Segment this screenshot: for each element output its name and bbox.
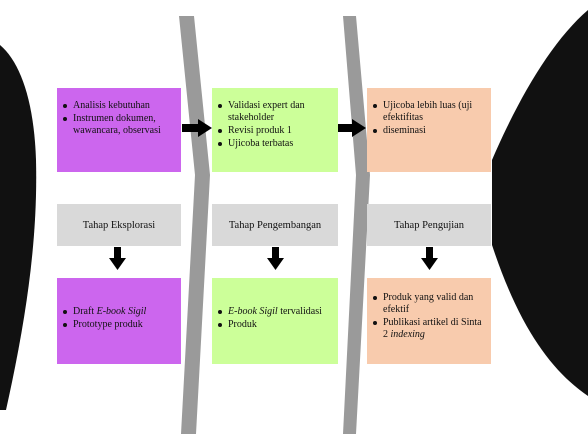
phase3-bottom-item: Publikasi artikel di Sinta 2 indexing — [371, 317, 487, 341]
phase2-bottom-item: E-book Sigil tervalidasi — [216, 306, 333, 318]
phase2-bottom-box: E-book Sigil tervalidasi Produk — [212, 278, 338, 364]
phase2-top-item: Ujicoba terbatas — [216, 138, 333, 150]
phase3-stage-text: Tahap Pengujian — [393, 219, 465, 231]
divider-band-1 — [179, 16, 210, 434]
phase1-top-box: Analisis kebutuhan Instrumen dokumen, wa… — [57, 88, 181, 172]
arrow-down-3 — [421, 247, 438, 270]
fish-tail-shape — [0, 45, 37, 410]
arrow-right-1 — [182, 119, 212, 137]
arrow-down-2 — [267, 247, 284, 270]
phase2-bottom-item: Produk — [216, 319, 333, 331]
phase1-stage-label: Tahap Eksplorasi — [57, 204, 181, 246]
arrow-down-1 — [109, 247, 126, 270]
phase2-stage-text: Tahap Pengembangan — [228, 219, 322, 231]
phase1-bottom-item: Prototype produk — [61, 319, 176, 331]
phase3-bottom-item: Produk yang valid dan efektif — [371, 292, 487, 316]
phase3-top-item: diseminasi — [371, 125, 487, 137]
phase1-bottom-box: Draft E-book Sigil Prototype produk — [57, 278, 181, 364]
phase3-top-box: Ujicoba lebih luas (uji efektifitas dise… — [367, 88, 491, 172]
phase1-stage-text: Tahap Eksplorasi — [82, 219, 156, 231]
phase3-stage-label: Tahap Pengujian — [367, 204, 491, 246]
phase3-top-item: Ujicoba lebih luas (uji efektifitas — [371, 100, 487, 124]
phase2-top-box: Validasi expert dan stakeholder Revisi p… — [212, 88, 338, 172]
divider-band-2 — [343, 16, 370, 434]
phase2-top-item: Revisi produk 1 — [216, 125, 333, 137]
phase1-top-item: Analisis kebutuhan — [61, 100, 176, 112]
fish-head-shape — [492, 10, 588, 396]
phase2-stage-label: Tahap Pengembangan — [212, 204, 338, 246]
phase3-bottom-box: Produk yang valid dan efektif Publikasi … — [367, 278, 491, 364]
phase1-top-item: Instrumen dokumen, wawancara, observasi — [61, 113, 176, 137]
arrow-right-2 — [336, 119, 366, 137]
phase1-bottom-item: Draft E-book Sigil — [61, 306, 176, 318]
phase2-top-item: Validasi expert dan stakeholder — [216, 100, 333, 124]
